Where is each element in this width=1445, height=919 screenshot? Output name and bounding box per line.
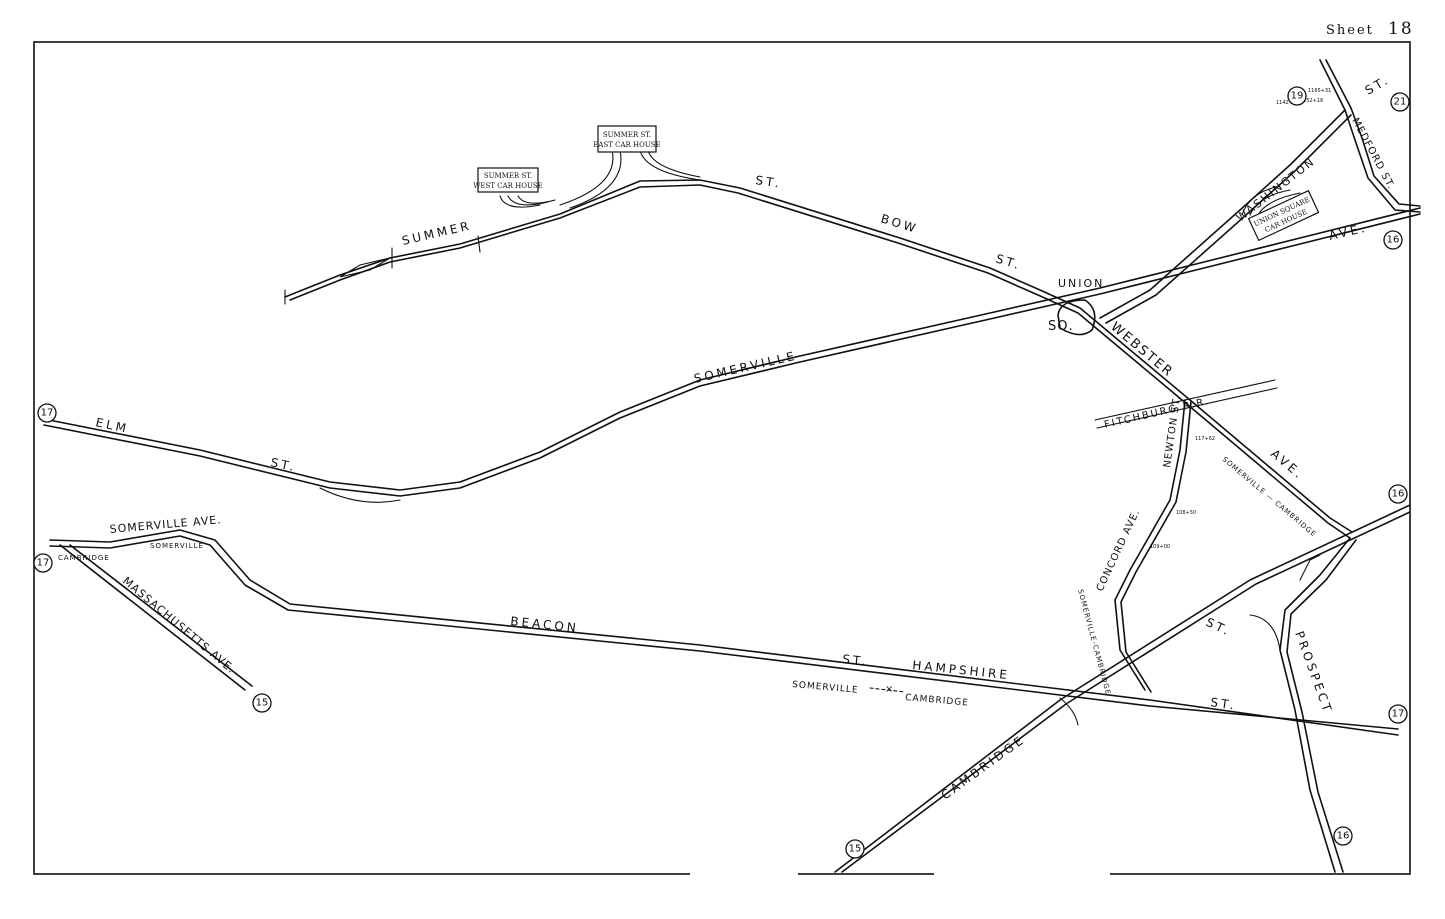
boundary-x-mark: × — [885, 684, 894, 695]
bow-label: BOW — [879, 211, 920, 236]
svg-text:15: 15 — [256, 698, 269, 709]
sheet-label: Sheet — [1326, 23, 1374, 38]
svg-text:16: 16 — [1392, 489, 1405, 500]
summer-bow-track — [284, 179, 1353, 539]
sheet-ref-17-elm[interactable]: 17 — [37, 403, 57, 423]
somerville-label: SOMERVILLE — [693, 349, 799, 386]
sheet-number: 18 — [1388, 19, 1414, 39]
svg-text:17: 17 — [41, 408, 54, 419]
boundary-somerville-cambridge-vertical-label: SOMERVILLE-CAMBRIDGE — [1076, 588, 1112, 696]
svg-text:117+62: 117+62 — [1195, 436, 1215, 442]
medford-st-label: MEDFORD ST. — [1349, 116, 1396, 191]
sheet-ref-16-south[interactable]: 16 — [1333, 826, 1353, 846]
somerville-elm-track — [43, 207, 1421, 503]
elm-label: ELM — [94, 415, 130, 436]
svg-text:SUMMER ST.: SUMMER ST. — [484, 172, 532, 180]
svg-text:21: 21 — [1394, 97, 1407, 108]
sheet-ref-16-east[interactable]: 16 — [1383, 230, 1403, 250]
sheet-ref-16-mid[interactable]: 16 — [1388, 484, 1408, 504]
svg-text:SUMMER ST.: SUMMER ST. — [603, 131, 651, 139]
sheet-ref-17-west[interactable]: 17 — [33, 553, 53, 573]
sheet-ref-17-hampshire[interactable]: 17 — [1388, 704, 1408, 724]
boundary-cambridge-west-label: CAMBRIDGE — [58, 554, 110, 562]
summer-east-car-house: SUMMER ST. EAST CAR HOUSE — [593, 125, 661, 153]
boundary-line — [869, 687, 906, 693]
svg-text:16: 16 — [1387, 235, 1400, 246]
station-marks: 1152+16 1142+80 1165+31 117+62 108+50 10… — [1150, 88, 1331, 550]
cambridge-st-label: ST. — [1204, 615, 1234, 639]
concord-ave-label: CONCORD AVE. — [1095, 507, 1143, 593]
svg-text:1165+31: 1165+31 — [1308, 88, 1331, 94]
union-loop — [1057, 299, 1096, 336]
sheet-ref-15-mass[interactable]: 15 — [252, 693, 272, 713]
svg-text:16: 16 — [1337, 831, 1350, 842]
svg-text:WEST CAR HOUSE: WEST CAR HOUSE — [473, 182, 543, 190]
bow-st-label: ST. — [994, 251, 1023, 272]
somerville-ave-label: AVE. — [1328, 220, 1369, 242]
prospect-label: PROSPECT — [1292, 629, 1335, 716]
cambridge-track — [834, 504, 1411, 873]
svg-text:15: 15 — [849, 844, 862, 855]
summer-west-car-house: SUMMER ST. WEST CAR HOUSE — [473, 167, 543, 193]
washington-track — [1099, 59, 1421, 324]
sheet-ref-19[interactable]: 19 — [1287, 86, 1307, 106]
map-frame — [33, 41, 1411, 875]
west-tracks — [49, 529, 1399, 736]
svg-text:109+00: 109+00 — [1150, 544, 1170, 550]
prospect-track — [1249, 537, 1357, 873]
webster-label: WEBSTER — [1107, 320, 1176, 381]
washington-st-label: ST. — [1363, 72, 1393, 97]
union-label: UNION — [1058, 277, 1104, 290]
svg-text:17: 17 — [1392, 709, 1405, 720]
massachusetts-ave-label: MASSACHUSETTS AVE. — [120, 574, 238, 676]
cambridge-label: CAMBRIDGE — [939, 732, 1028, 802]
svg-text:108+50: 108+50 — [1176, 510, 1196, 516]
svg-text:19: 19 — [1291, 91, 1304, 102]
svg-text:1152+16: 1152+16 — [1300, 98, 1323, 104]
boundary-cambridge-label: CAMBRIDGE — [905, 693, 970, 709]
elm-st-label: ST. — [269, 455, 298, 474]
beacon-st-label: ST. — [842, 652, 870, 669]
newton-concord-track — [1114, 399, 1192, 693]
boundary-somerville-west-label: SOMERVILLE — [150, 542, 204, 550]
svg-text:1142+80: 1142+80 — [1276, 100, 1299, 106]
beacon-label: BEACON — [510, 614, 580, 635]
summer-st-label: ST. — [755, 173, 783, 191]
sheet-ref-15-cambridge[interactable]: 15 — [845, 839, 865, 859]
frame-gap-1 — [690, 870, 798, 878]
frame-gap-2 — [934, 870, 1110, 878]
svg-text:EAST CAR HOUSE: EAST CAR HOUSE — [593, 141, 660, 149]
boundary-somerville-label: SOMERVILLE — [792, 680, 859, 696]
hampshire-st-label: ST. — [1210, 695, 1238, 713]
west-car-house-spurs — [499, 149, 701, 209]
union-sq-label: SQ. — [1048, 319, 1074, 334]
sheet-ref-21[interactable]: 21 — [1390, 92, 1410, 112]
svg-text:17: 17 — [37, 558, 50, 569]
fitchburg-rr-label: FITCHBURG R.R. — [1103, 396, 1211, 431]
